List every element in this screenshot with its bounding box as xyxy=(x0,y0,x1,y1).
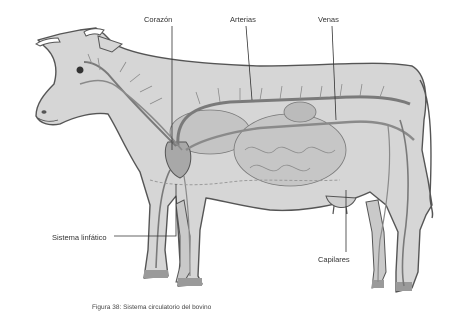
far-hind-leg xyxy=(366,200,386,288)
label-capillaries: Capilares xyxy=(318,255,350,264)
hoof xyxy=(178,278,202,286)
figure-caption: Figura 38: Sistema circulatorio del bovi… xyxy=(92,304,212,311)
eye xyxy=(77,67,84,74)
teat xyxy=(333,206,334,214)
label-heart: Corazón xyxy=(144,15,172,24)
nostril xyxy=(42,110,47,114)
kidney xyxy=(284,102,316,122)
label-lymphatic: Sistema linfático xyxy=(52,233,107,242)
label-veins: Venas xyxy=(318,15,339,24)
udder xyxy=(326,196,356,208)
label-arteries: Arterias xyxy=(230,15,256,24)
hoof xyxy=(144,270,168,278)
